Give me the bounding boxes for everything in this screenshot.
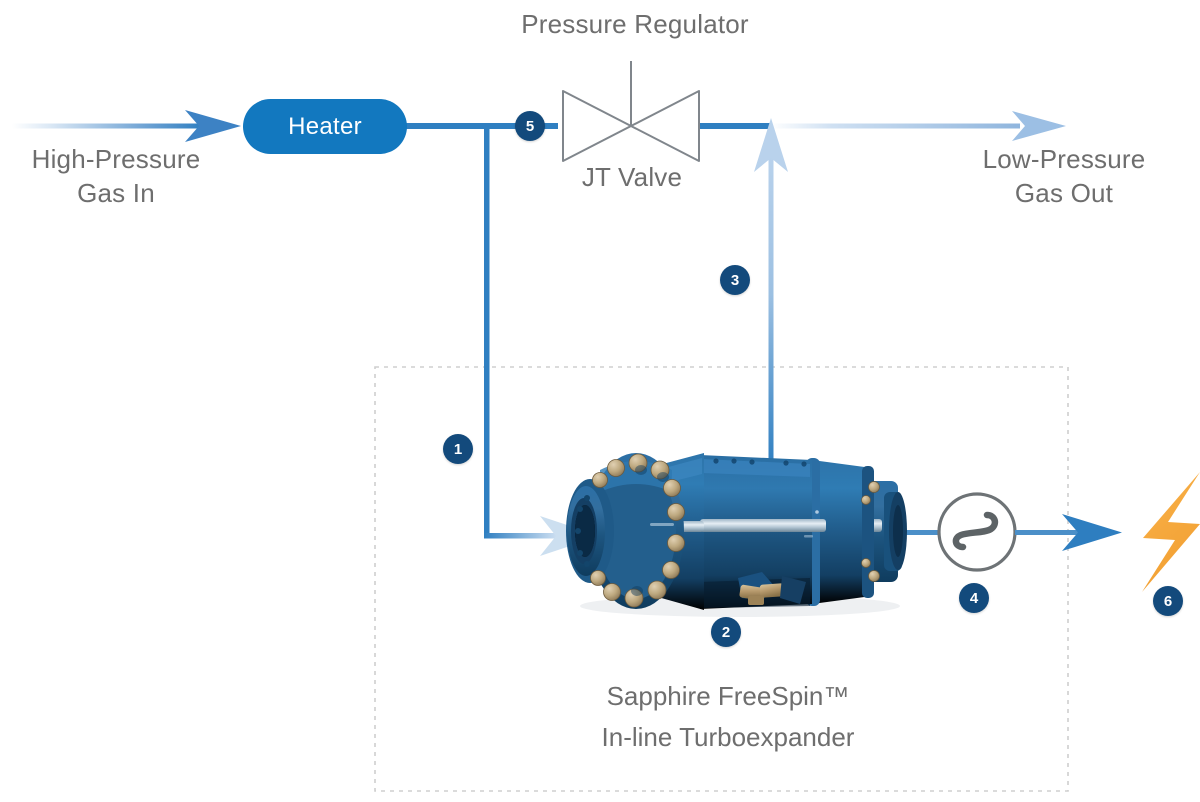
outlet-flow-arrow (770, 111, 1066, 141)
generator-icon (937, 492, 1017, 572)
flange-bolts (590, 453, 685, 608)
instrument-fittings (738, 572, 806, 605)
callout-badge-3[interactable]: 3 (720, 265, 750, 295)
jt-valve-label: JT Valve (581, 162, 683, 192)
callout-badge-4[interactable]: 4 (959, 583, 989, 613)
power-output-arrow (1015, 514, 1122, 551)
inlet-flow-arrow (12, 110, 241, 142)
callout-badge-5[interactable]: 5 (515, 111, 545, 141)
callout-badge-1-number: 1 (453, 440, 463, 458)
callout-badge-1[interactable]: 1 (443, 434, 473, 464)
pipe-heater-to-valve (404, 123, 558, 129)
turboexpander-photo (566, 453, 907, 617)
callout-badge-6-number: 6 (1163, 592, 1173, 610)
callout-badge-3-number: 3 (730, 271, 740, 289)
equipment-caption: Sapphire FreeSpin™ In-line Turboexpander (601, 681, 855, 752)
heater-label: Heater (288, 112, 362, 140)
callout-badge-4-number: 4 (969, 589, 979, 607)
heater-node[interactable]: Heater (243, 99, 407, 154)
callout-badge-5-number: 5 (525, 117, 535, 135)
callout-badge-6[interactable]: 6 (1153, 586, 1183, 616)
pressure-regulator-label: Pressure Regulator (521, 9, 749, 39)
lightning-bolt-icon (1142, 472, 1200, 592)
inlet-label: High-Pressure Gas In (31, 144, 201, 208)
outlet-label: Low-Pressure Gas Out (982, 144, 1146, 208)
callout-badge-2[interactable]: 2 (711, 617, 741, 647)
pipe-expander-discharge-riser (754, 118, 788, 465)
pipe-valve-to-tee (700, 123, 772, 129)
callout-badge-2-number: 2 (721, 623, 731, 641)
shaft-line-to-generator (896, 530, 946, 535)
jt-valve-symbol (562, 61, 700, 162)
